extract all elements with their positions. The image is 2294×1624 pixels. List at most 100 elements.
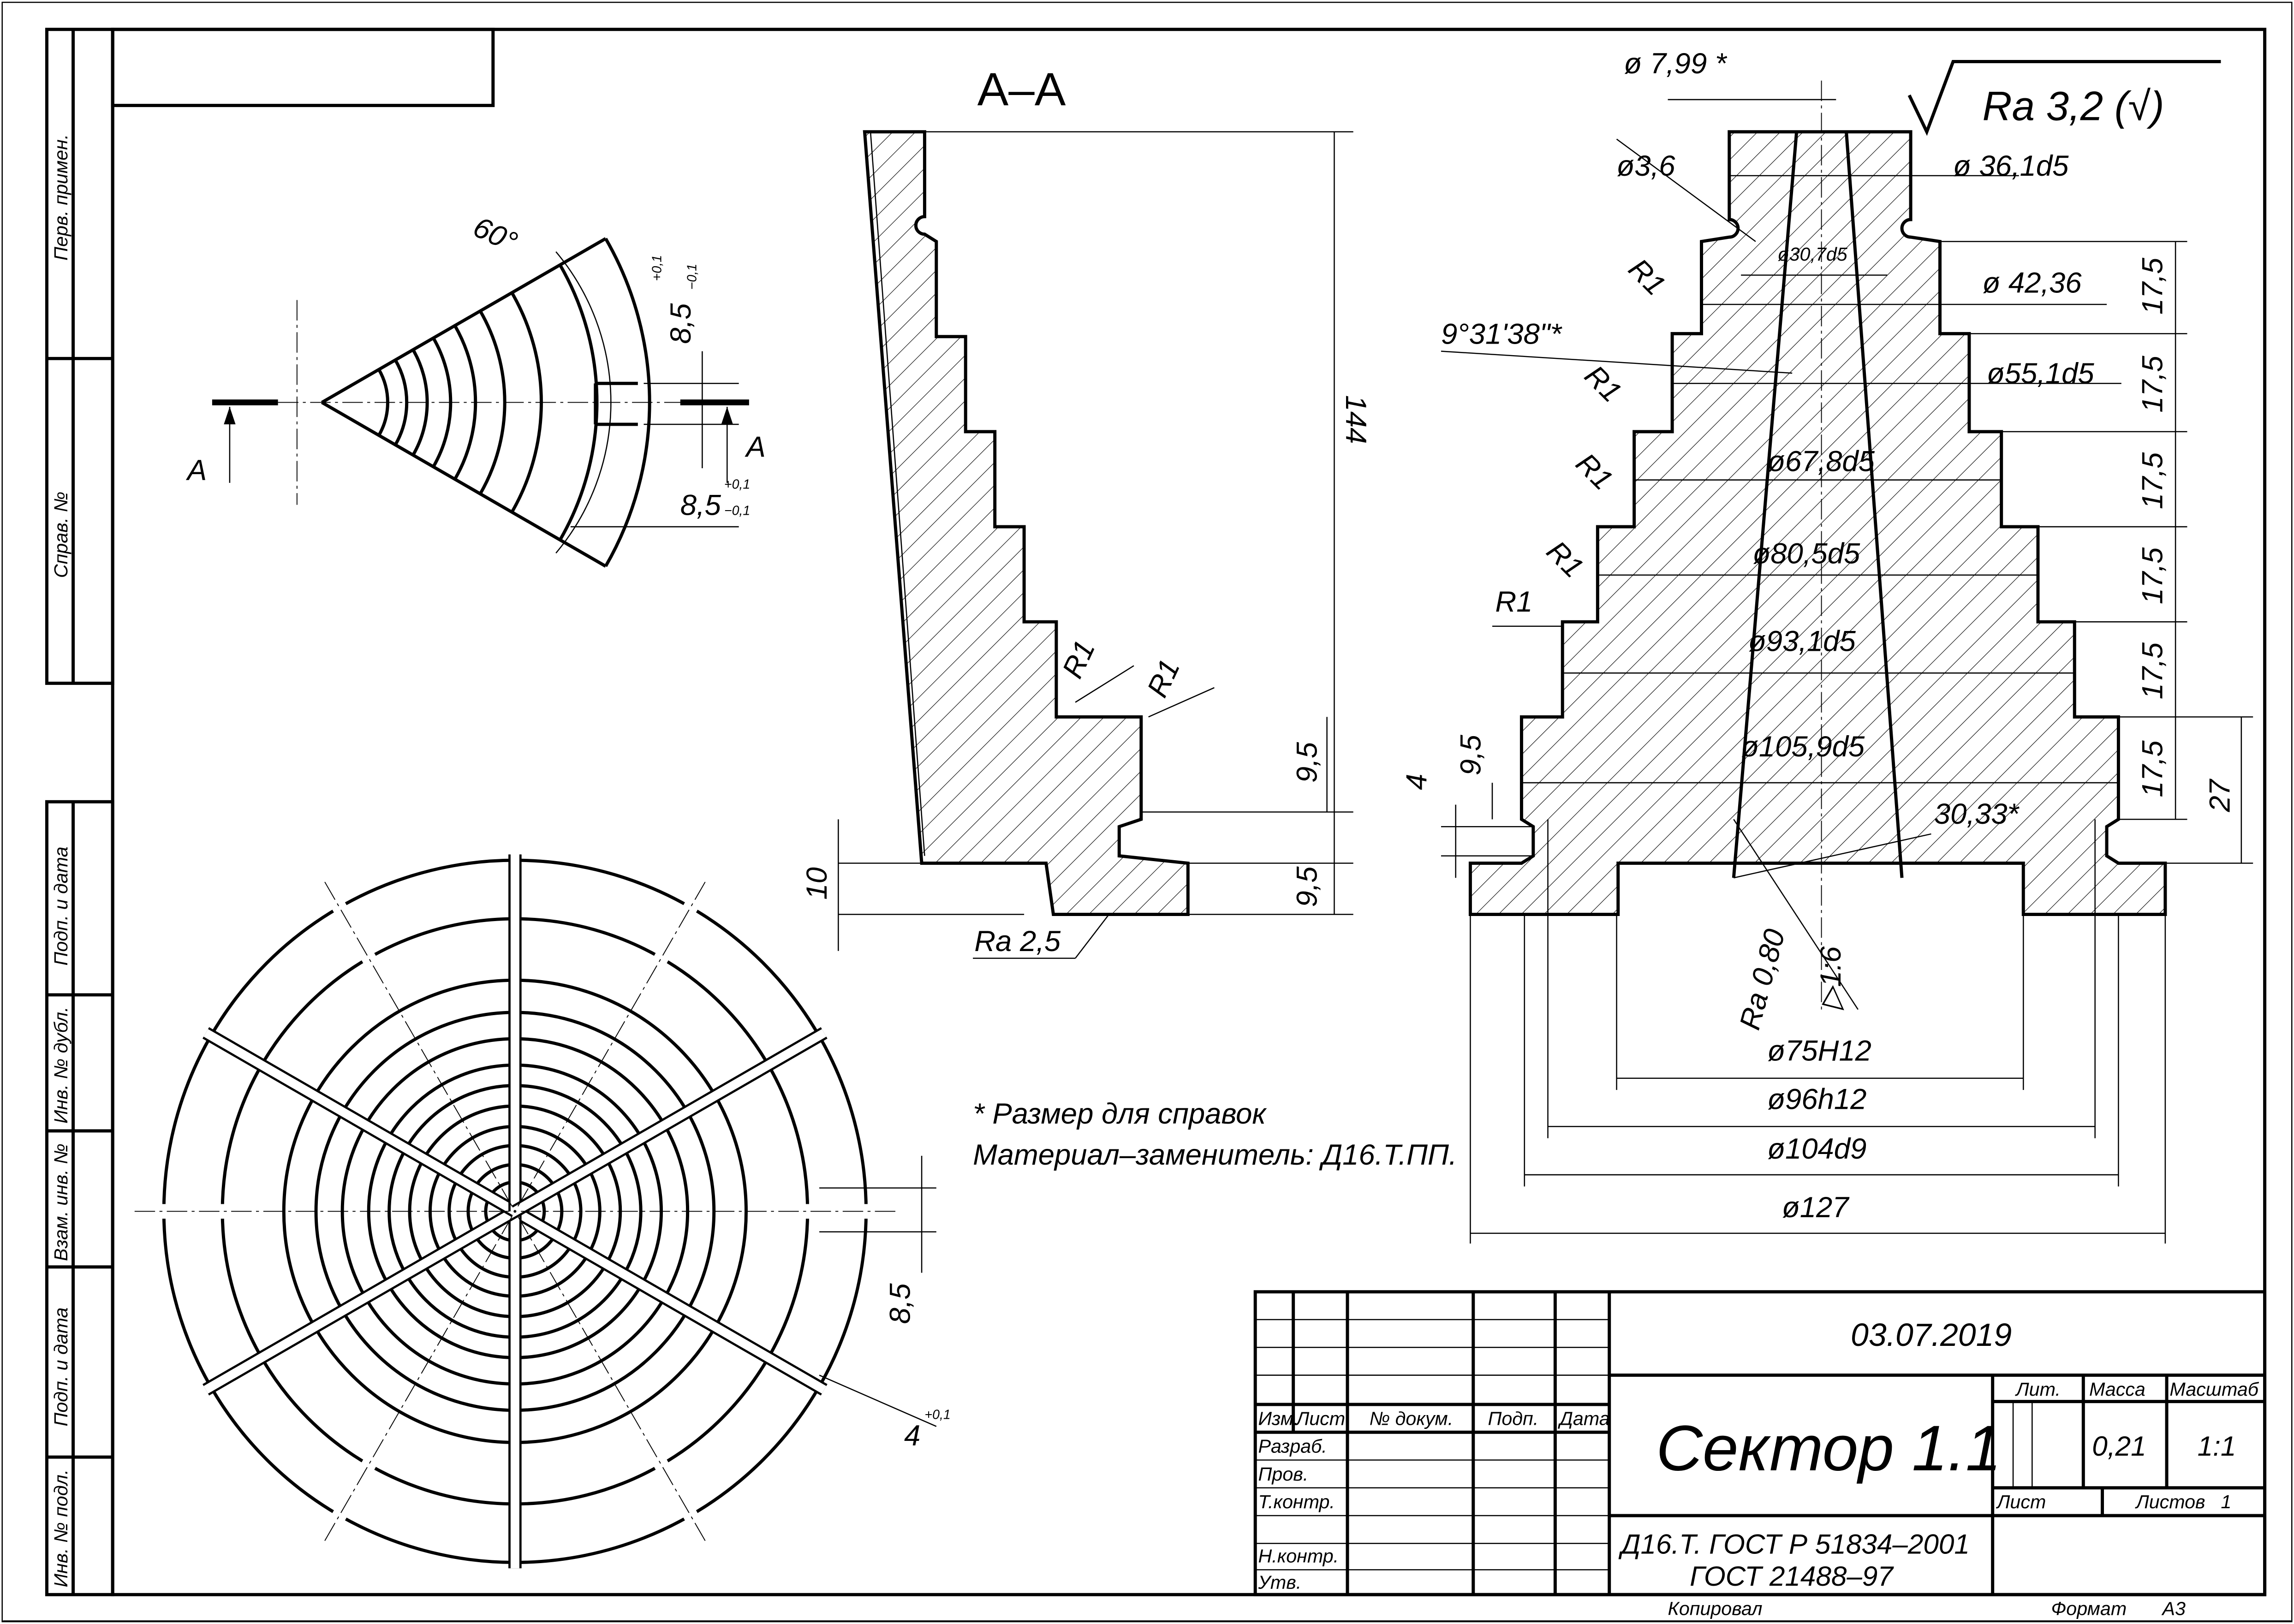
tol-plus-2: +0,1 (724, 477, 750, 492)
dim-10: 10 (801, 867, 833, 900)
dim-27: 27 (2204, 778, 2236, 812)
format-value: А3 (2161, 1598, 2186, 1619)
radial-slot-gap (203, 1029, 518, 1215)
round-view-dims: 8,5 4 +0,1 (819, 1155, 951, 1452)
sector-arc (453, 325, 477, 480)
dim-d75: ø75H12 (1767, 1035, 1871, 1067)
angle-60: 60° (468, 211, 522, 259)
radius-r1-1: R1 (1622, 252, 1672, 302)
tol-minus-1: −0,1 (685, 264, 700, 290)
general-roughness: Ra 3,2 (√) (1982, 83, 2164, 129)
sector-arc (411, 349, 429, 456)
radial-slot-gap (512, 1208, 827, 1394)
dim-9-5-upper: 9,5 (1291, 742, 1323, 783)
slot-width-1: 8,5 (665, 303, 697, 344)
scale-label: Масштаб (2169, 1379, 2259, 1400)
lit-label: Лит. (2014, 1379, 2061, 1400)
round-slot-dim: 8,5 (884, 1283, 917, 1324)
dim-d7-99: ø 7,99 * (1624, 48, 1727, 80)
dim-d80-5: ø80,5d5 (1753, 537, 1860, 570)
mass-value: 0,21 (2092, 1430, 2146, 1462)
radius-r1-4: R1 (1540, 535, 1590, 584)
radius-r1-a: R1 (1056, 636, 1102, 683)
sector-view: A A 60° 8,5 +0,1 −0,1 8,5 +0,1 −0,1 (185, 211, 766, 568)
angle-dimension-arc (555, 251, 612, 553)
roughness-ra-0-80: Ra 0,80 (1734, 926, 1791, 1033)
role-utv: Утв. (1258, 1572, 1302, 1593)
scale-value: 1:1 (2198, 1430, 2236, 1462)
stamp-inv-dubl: Инв. № дубл. (50, 1007, 72, 1124)
stamp-podp-data-2: Подп. и дата (50, 1308, 72, 1427)
stamp-sprav-no: Справ. № (50, 492, 72, 578)
dim-d96: ø96h12 (1767, 1083, 1866, 1115)
col-izm: Изм. (1258, 1408, 1299, 1429)
role-tkontr: Т.контр. (1258, 1491, 1335, 1512)
copied-label: Копировал (1668, 1598, 1763, 1619)
round-slot-4-tol: +0,1 (924, 1408, 950, 1422)
sector-arc (432, 337, 453, 468)
note-reference: * Размер для справок (973, 1098, 1267, 1130)
stamp-podp-data-1: Подп. и дата (50, 846, 72, 965)
round-view (134, 854, 895, 1569)
stamp-inv-podl: Инв. № подл. (50, 1469, 72, 1588)
radius-r1-2: R1 (1579, 359, 1628, 409)
top-left-box (111, 28, 495, 107)
sheet-label: Лист (1996, 1491, 2046, 1512)
dim-d104: ø104d9 (1767, 1133, 1866, 1165)
dim-30-33: 30,33* (1934, 798, 2020, 830)
step-17-5-5: 17,5 (2137, 642, 2169, 699)
dim-d55-1: ø55,1d5 (1987, 357, 2094, 390)
note-material: Материал–заменитель: Д16.Т.ПП. (973, 1139, 1457, 1171)
dim-angle: 9°31'38"* (1441, 318, 1562, 351)
sector-arc (377, 369, 389, 436)
main-section-body (1468, 130, 2167, 916)
sector-arc (510, 291, 543, 513)
slot-width-2: 8,5 (680, 489, 721, 522)
material-line-1: Д16.Т. ГОСТ Р 51834–2001 (1618, 1528, 1970, 1559)
step-17-5-2: 17,5 (2137, 356, 2169, 413)
step-17-5-6: 17,5 (2137, 740, 2169, 797)
sector-arc (604, 238, 651, 567)
format-label: Формат (2051, 1598, 2127, 1619)
dim-9-5-lower: 9,5 (1291, 866, 1323, 907)
material-line-2: ГОСТ 21488–97 (1690, 1560, 1894, 1592)
stamp-perv-primen: Перв. примен. (50, 134, 72, 261)
dim-d67-8: ø67,8d5 (1767, 446, 1875, 478)
side-stamp: Перв. примен. Справ. № Подп. и дата Инв.… (45, 28, 114, 1596)
dim-9-5: 9,5 (1455, 734, 1487, 775)
section-title: A–A (977, 63, 1066, 116)
role-razrab: Разраб. (1258, 1436, 1327, 1457)
radial-slot-gap (512, 1029, 827, 1215)
col-sign: Подп. (1488, 1408, 1538, 1429)
sector-arc (559, 264, 599, 541)
mass-label: Масса (2089, 1379, 2145, 1400)
dim-144: 144 (1340, 395, 1372, 444)
col-list: Лист (1295, 1408, 1345, 1429)
title-block: Изм. Лист № докум. Подп. Дата Разраб. Пр… (3, 1290, 2291, 1622)
col-doc: № докум. (1370, 1408, 1454, 1429)
section-a-a-body (863, 130, 1190, 916)
cut-label-left: A (185, 454, 207, 487)
tol-minus-2: −0,1 (724, 504, 750, 518)
drawing-date: 03.07.2019 (1851, 1317, 2012, 1353)
role-prov: Пров. (1258, 1463, 1309, 1485)
stamp-vzam-inv: Взам. инв. № (50, 1143, 72, 1261)
taper-1-6: ▷1:6 (1815, 946, 1847, 1011)
main-section-view: Ra 3,2 (√) (1400, 48, 2253, 1244)
radial-slot-gap (203, 1208, 518, 1394)
dim-d105-9: ø105,9d5 (1741, 731, 1865, 763)
sheets-label: Листов (2134, 1491, 2205, 1512)
step-17-5-4: 17,5 (2137, 547, 2169, 604)
round-slot-4: 4 (904, 1420, 920, 1452)
col-date: Дата (1558, 1408, 1610, 1429)
role-nkontr: Н.контр. (1258, 1546, 1339, 1567)
roughness-ra-2-5: Ra 2,5 (974, 925, 1061, 958)
dim-d30-7: ø30,7d5 (1777, 244, 1847, 265)
step-17-5-1: 17,5 (2137, 257, 2169, 315)
section-a-a: A–A 144 9,5 9,5 10 R1 R1 Ra 2,5 (801, 63, 1372, 959)
radius-r1-5: R1 (1495, 586, 1532, 618)
sheets-value: 1 (2221, 1491, 2231, 1512)
part-name: Сектор 1.1 (1656, 1412, 2001, 1484)
